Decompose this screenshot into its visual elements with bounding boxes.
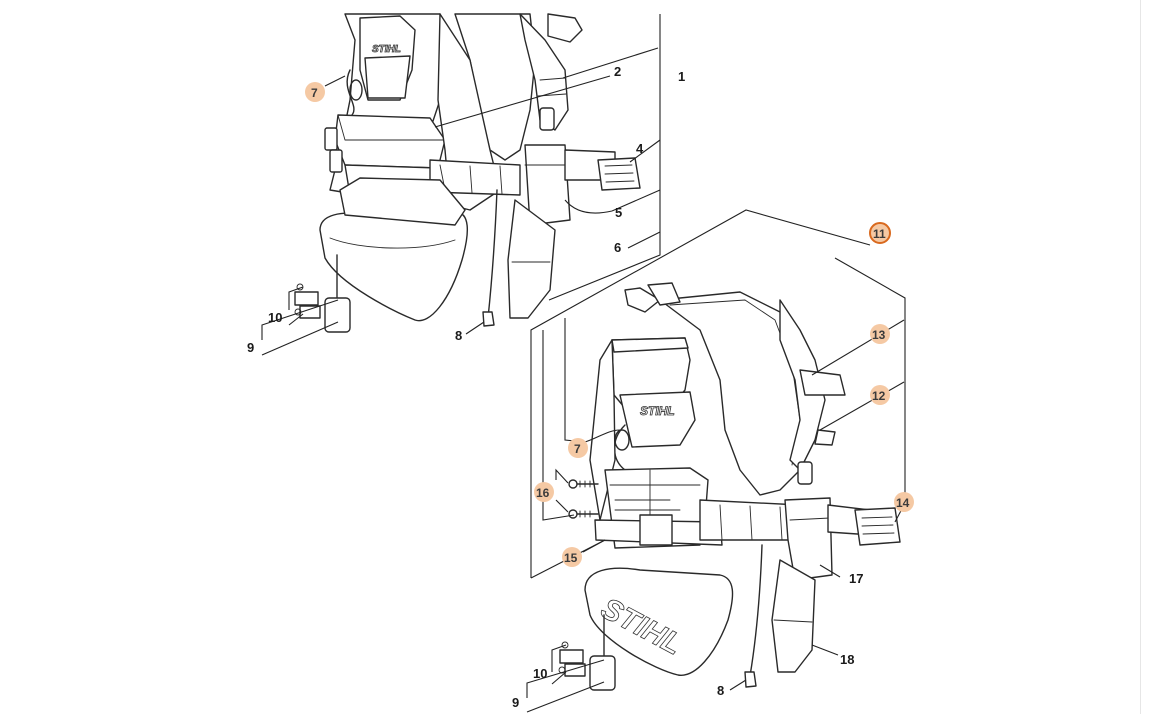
callout-2[interactable]: 2	[614, 64, 621, 79]
callout-12[interactable]: 12	[872, 389, 886, 403]
callout-5[interactable]: 5	[615, 205, 622, 220]
callout-15-marker	[562, 547, 582, 567]
callout-16-marker	[534, 482, 554, 502]
callout-18[interactable]: 18	[840, 652, 854, 667]
upper-leader-lines	[261, 14, 661, 356]
callout-10-lower[interactable]: 10	[533, 666, 547, 681]
callout-7-upper-marker	[305, 82, 325, 102]
callout-13[interactable]: 13	[872, 328, 886, 342]
callout-9-upper[interactable]: 9	[247, 340, 254, 355]
callout-11[interactable]: 11	[873, 227, 886, 241]
brand-mark-upper: STIHL	[372, 44, 401, 55]
callout-11-selected-marker	[869, 222, 891, 244]
callout-labels: 1 2 4 5 6 8 9 10 7 11 13 12 14 7 16 15 1…	[247, 64, 914, 710]
callout-16[interactable]: 16	[536, 486, 550, 500]
right-edge-divider	[1140, 0, 1141, 714]
lower-backpack-assembly: STIHL STIHL	[558, 282, 901, 691]
callout-9-lower[interactable]: 9	[512, 695, 519, 710]
callout-13-marker	[870, 324, 890, 344]
callout-4[interactable]: 4	[636, 141, 644, 156]
callout-8-upper[interactable]: 8	[455, 328, 462, 343]
callout-14-marker	[894, 492, 914, 512]
callout-6[interactable]: 6	[614, 240, 621, 255]
brand-mark-lower-unit: STIHL	[640, 404, 675, 418]
callout-10-upper[interactable]: 10	[268, 310, 282, 325]
callout-12-marker	[870, 385, 890, 405]
upper-backpack-assembly: STIHL	[294, 13, 641, 333]
callout-15[interactable]: 15	[564, 551, 578, 565]
callout-17[interactable]: 17	[849, 571, 863, 586]
callout-8-lower[interactable]: 8	[717, 683, 724, 698]
callout-14[interactable]: 14	[896, 496, 910, 510]
callout-7-upper[interactable]: 7	[311, 86, 318, 100]
callout-1[interactable]: 1	[678, 69, 685, 84]
callout-7-lower-marker	[568, 438, 588, 458]
callout-7-lower[interactable]: 7	[574, 442, 581, 456]
